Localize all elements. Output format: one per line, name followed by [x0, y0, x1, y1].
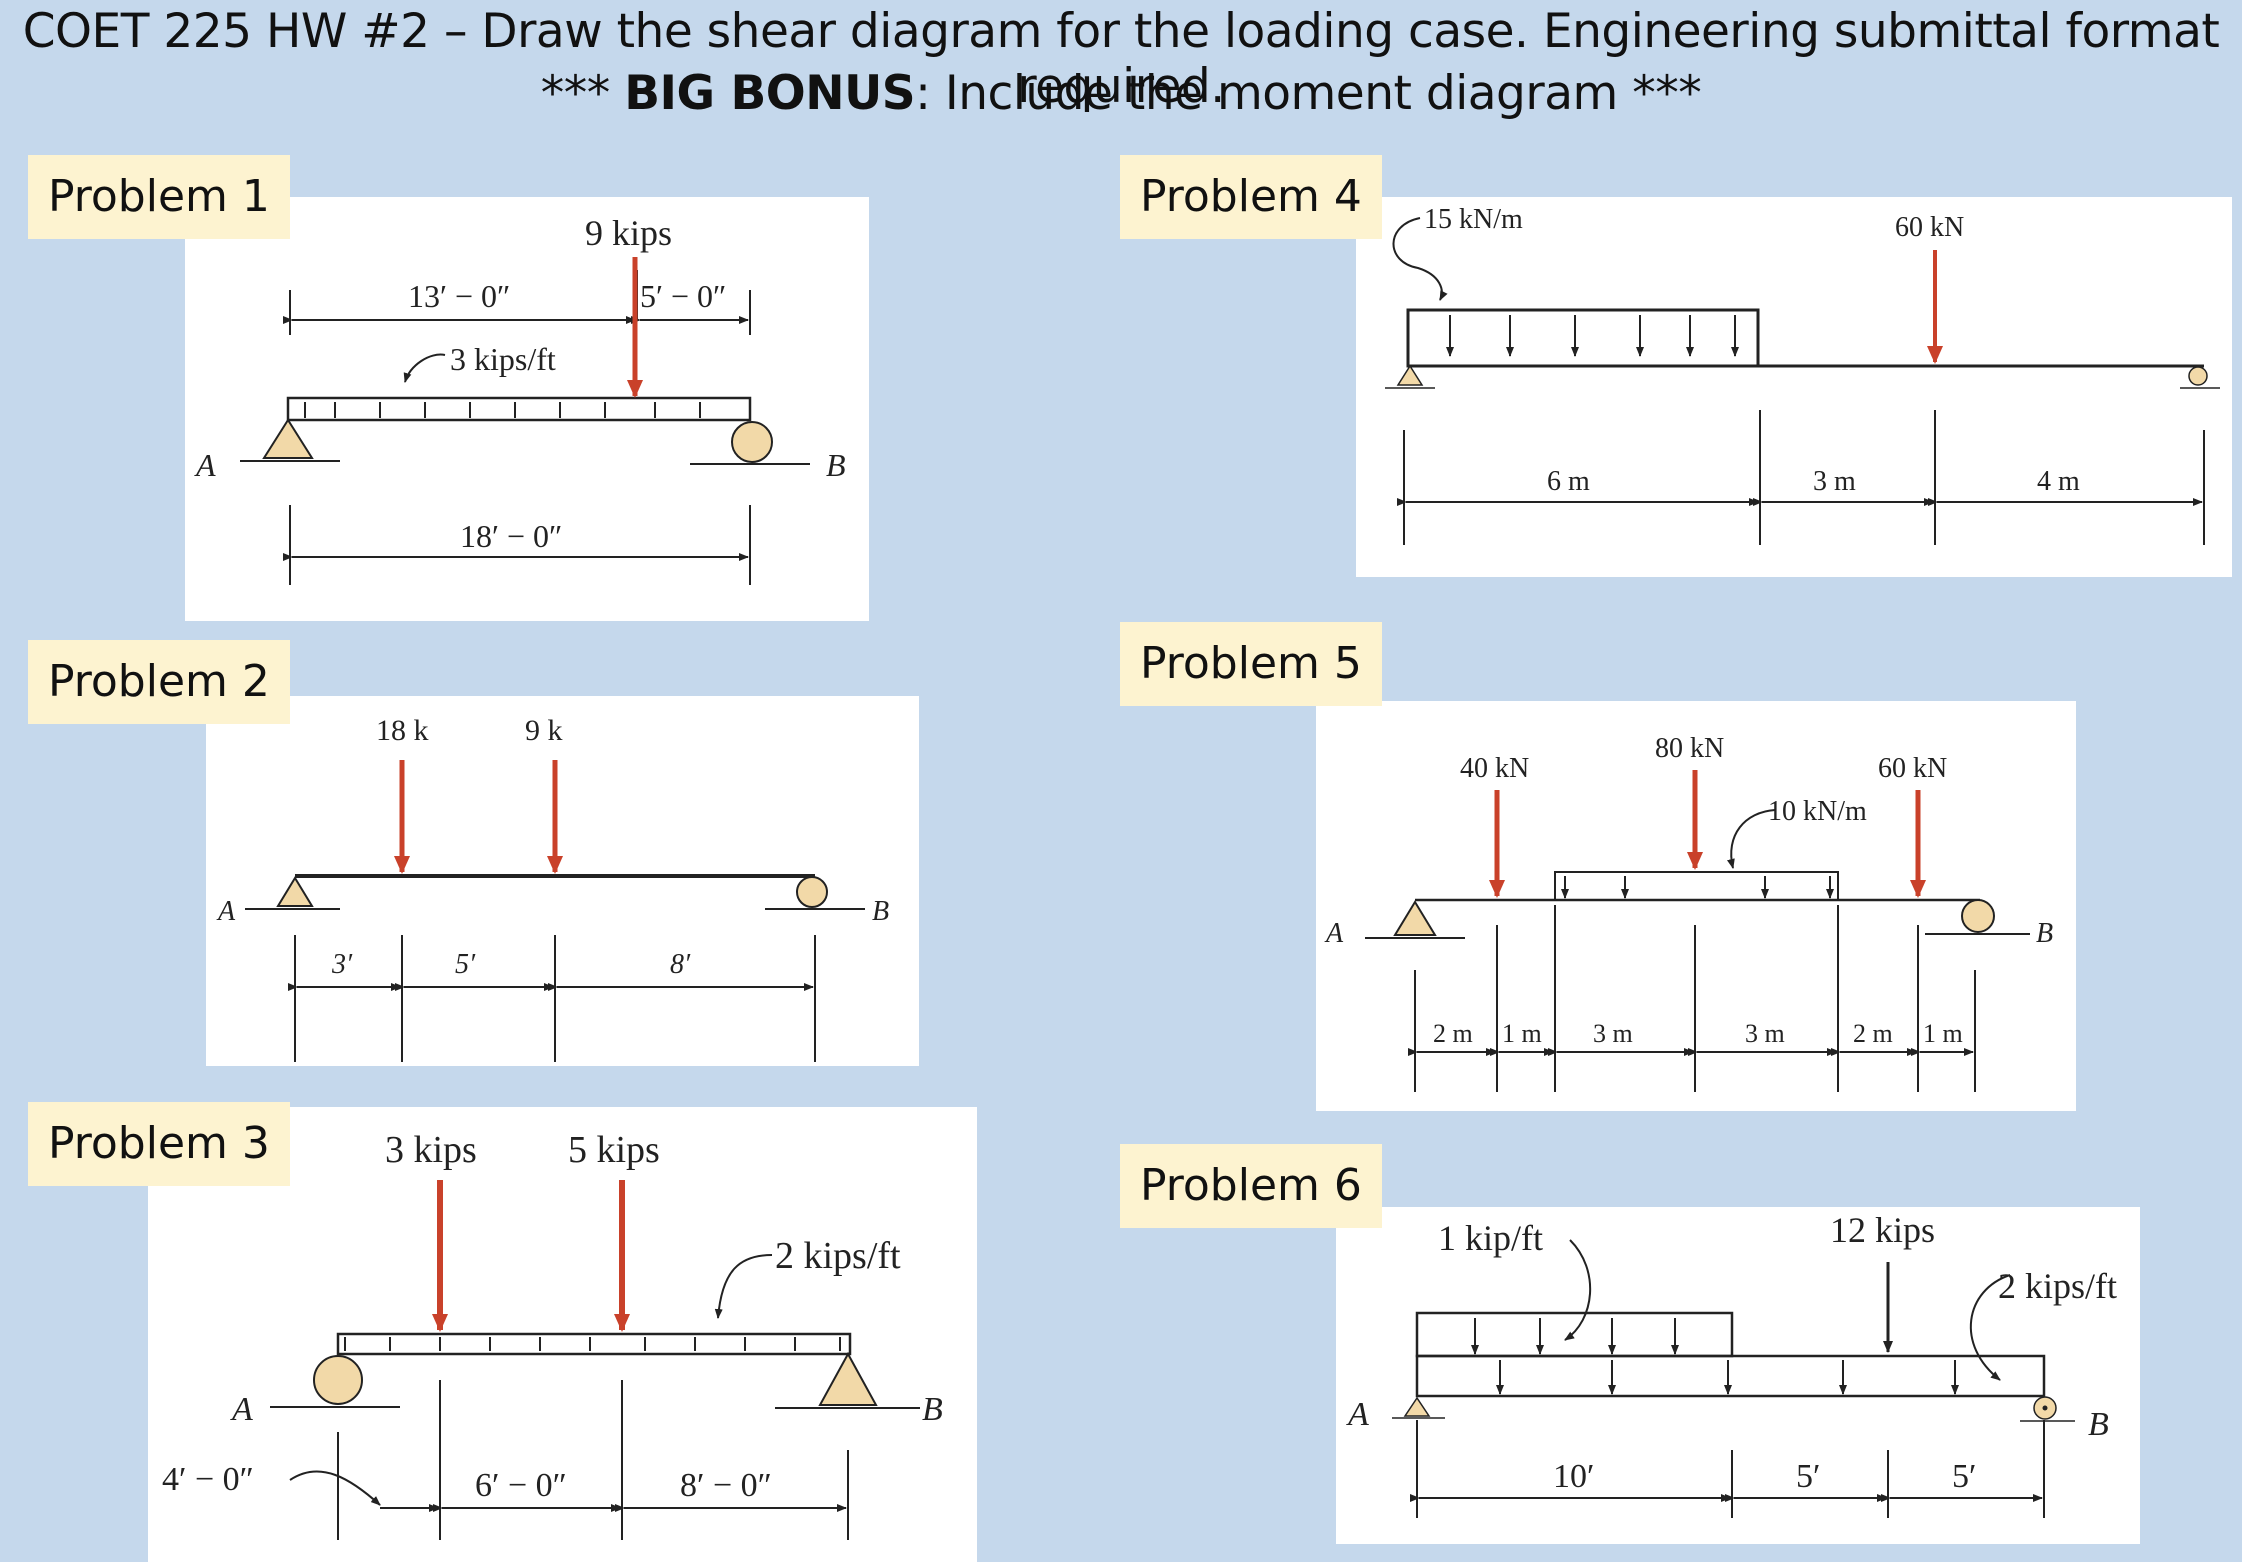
problem-6-beam	[1410, 1239, 2046, 1518]
problem-2-support-a: A	[216, 896, 236, 927]
problem-5-support-b: B	[2036, 918, 2053, 949]
problem-1-load-label: 9 kips	[585, 213, 672, 253]
problem-2-label: Problem 2	[28, 640, 290, 724]
problem-5-distributed-load	[1561, 876, 1834, 899]
problem-3-dist-label: 2 kips/ft	[775, 1235, 901, 1277]
problem-3-supports	[270, 1351, 920, 1409]
problem-3-support-b: B	[922, 1391, 943, 1428]
problem-4-label: Problem 4	[1120, 155, 1382, 239]
problem-6-supports	[1392, 1396, 2075, 1422]
problem-6-dist-1-label: 1 kip/ft	[1438, 1218, 1543, 1258]
problem-4-dim-1: 6 m	[1547, 466, 1590, 497]
problem-2-dim-1: 3′	[331, 949, 353, 980]
problem-4-beam	[1392, 217, 2205, 545]
problem-6-dim-1: 10′	[1553, 1458, 1594, 1495]
problem-4-distributed-load	[1446, 315, 1739, 357]
problem-4-supports	[1385, 364, 2220, 389]
problem-1-dist-label: 3 kips/ft	[450, 341, 556, 377]
problem-1-dim-a: 13′ − 0″	[408, 278, 510, 314]
problem-5-dim-1: 2 m	[1433, 1019, 1473, 1048]
problem-2-load-2-label: 9 k	[525, 714, 563, 747]
problem-6-distributed-load-1	[1471, 1318, 1679, 1355]
problem-1-dim-b: 5′ − 0″	[640, 278, 726, 314]
problem-6-distributed-load-2	[1496, 1360, 1959, 1395]
problem-3-support-a: A	[230, 1391, 253, 1428]
problem-3-label: Problem 3	[28, 1102, 290, 1186]
problem-3-load-2-label: 5 kips	[568, 1129, 660, 1171]
problem-1-support-a: A	[194, 447, 216, 483]
problem-1-figure	[185, 197, 869, 621]
page-subtitle: *** BIG BONUS: Include the moment diagra…	[540, 66, 1702, 121]
problem-1-label: Problem 1	[28, 155, 290, 239]
problem-5-load-2-label: 80 kN	[1655, 733, 1724, 764]
problem-5-dim-4: 3 m	[1745, 1019, 1785, 1048]
problem-1-supports	[240, 418, 810, 465]
problem-1-beam	[283, 270, 752, 585]
problem-1-support-b: B	[826, 447, 846, 483]
problem-5-dim-2: 1 m	[1502, 1019, 1542, 1048]
problem-3-beam	[289, 1254, 852, 1540]
problem-6-dim-3: 5′	[1952, 1458, 1976, 1495]
problem-3-dim-0: 4′ − 0″	[162, 1461, 254, 1498]
problem-2-figure	[206, 696, 919, 1066]
problem-5-beam	[1408, 809, 1980, 1092]
problem-2-supports	[245, 876, 865, 910]
problem-1-span: 18′ − 0″	[460, 518, 562, 554]
problem-2-support-b: B	[872, 896, 889, 927]
problem-6-support-b: B	[2088, 1406, 2109, 1443]
problem-2-dim-3: 8′	[670, 949, 691, 980]
problem-5-supports	[1365, 899, 2030, 939]
problem-5-dim-3: 3 m	[1593, 1019, 1633, 1048]
problem-5-dim-5: 2 m	[1853, 1019, 1893, 1048]
problem-5-dim-6: 1 m	[1923, 1019, 1963, 1048]
problem-1-distributed-load	[304, 402, 701, 418]
problem-4-figure	[1356, 197, 2232, 577]
problem-3-dim-1: 6′ − 0″	[475, 1467, 567, 1504]
problem-6-dist-2-label: 2 kips/ft	[1998, 1266, 2117, 1306]
problem-4-dim-2: 3 m	[1813, 466, 1856, 497]
problem-5-label: Problem 5	[1120, 622, 1382, 706]
problem-5-dist-label: 10 kN/m	[1768, 796, 1867, 827]
page-title: COET 225 HW #2 – Draw the shear diagram …	[22, 4, 2220, 114]
problem-3-load-1-label: 3 kips	[385, 1129, 477, 1171]
problem-2-dim-2: 5′	[455, 949, 476, 980]
problem-4-dist-label: 15 kN/m	[1424, 204, 1523, 235]
problem-6-load-label: 12 kips	[1830, 1210, 1935, 1250]
problem-2-load-1-label: 18 k	[376, 714, 429, 747]
problem-6-figure	[1336, 1207, 2140, 1544]
problem-4-load-label: 60 kN	[1895, 212, 1964, 243]
problem-3-dim-2: 8′ − 0″	[680, 1467, 772, 1504]
problem-5-load-1-label: 40 kN	[1460, 753, 1529, 784]
problem-6-label: Problem 6	[1120, 1144, 1382, 1228]
problem-6-support-a: A	[1346, 1396, 1369, 1433]
problem-6-dim-2: 5′	[1796, 1458, 1820, 1495]
problem-5-load-3-label: 60 kN	[1878, 753, 1947, 784]
problem-2-beam	[288, 874, 816, 1062]
problem-4-dim-3: 4 m	[2037, 466, 2080, 497]
problem-3-distributed-load	[344, 1337, 841, 1351]
problem-5-support-a: A	[1324, 918, 1344, 949]
